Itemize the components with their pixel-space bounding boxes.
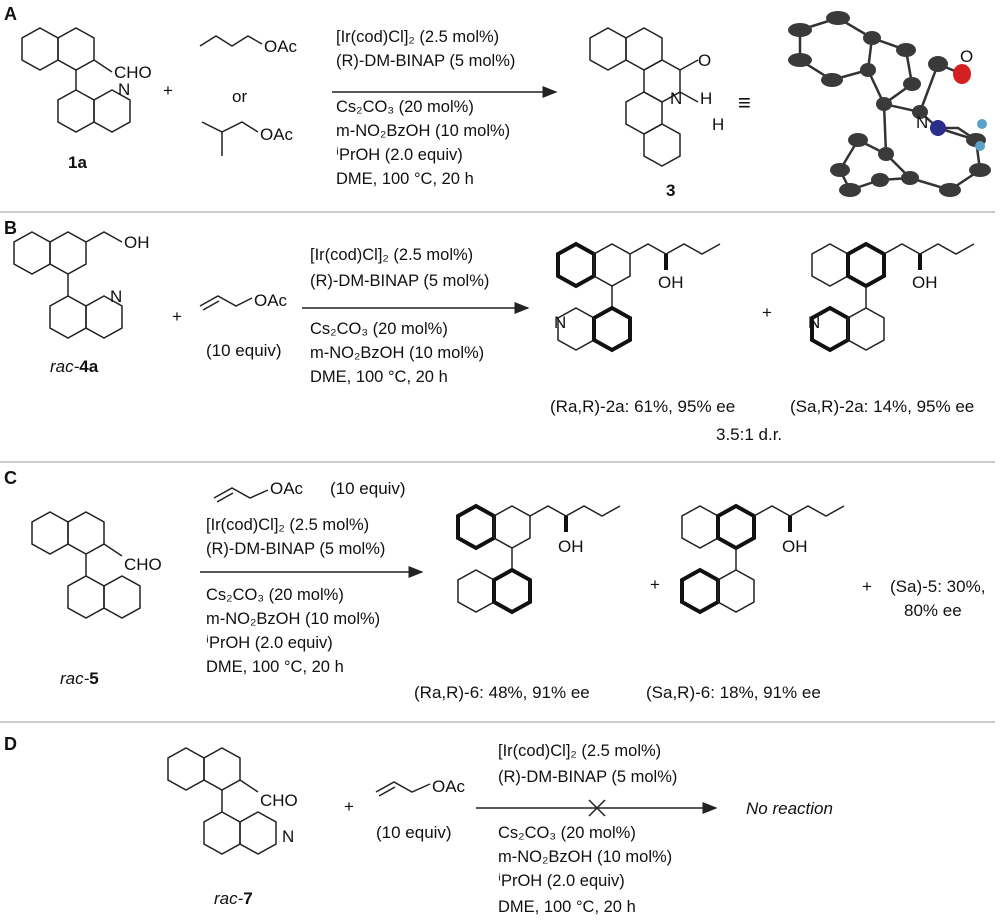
- panel-b-n: N: [110, 287, 122, 306]
- panel-a-cond-6: DME, 100 °C, 20 h: [336, 170, 474, 188]
- panel-a-cond-5: ⁱPrOH (2.0 equiv): [336, 146, 463, 164]
- panel-c-cond-2: (R)-DM-BINAP (5 mol%): [206, 540, 385, 558]
- panel-c-p2-caption: (Sa,R)-6: 18%, 91% ee: [646, 683, 821, 702]
- panel-b-sm: [13, 231, 123, 339]
- panel-c-sm: [31, 511, 141, 619]
- panel-b-cond-5: DME, 100 °C, 20 h: [310, 368, 448, 386]
- panel-d-n: N: [282, 827, 294, 846]
- panel-d-cond-2: (R)-DM-BINAP (5 mol%): [498, 768, 677, 786]
- panel-a-product-o: O: [698, 51, 711, 70]
- panel-c-cond-3: Cs₂CO₃ (20 mol%): [206, 586, 344, 604]
- panel-c-p3-caption-2: 80% ee: [904, 601, 962, 620]
- panel-a-equiv: ≡: [738, 90, 751, 115]
- panel-c-product-2: [680, 503, 845, 615]
- panel-d-cond-5: ⁱPrOH (2.0 equiv): [498, 872, 625, 890]
- panel-d-cond-1: [Ir(cod)Cl]₂ (2.5 mol%): [498, 742, 661, 760]
- panel-a-n: N: [118, 80, 130, 99]
- panel-d-sm-label: rac-7: [214, 889, 253, 908]
- panel-a-product: [589, 27, 699, 167]
- panel-c-reagent-equiv: (10 equiv): [330, 479, 406, 498]
- panel-a: A CHO N 1a + OAc or OAc [Ir(cod)Cl]₂ (2.…: [4, 4, 991, 200]
- panel-c-label: C: [4, 468, 17, 488]
- panel-c: C CHO rac-5 OAc (10 equiv) [Ir(cod)Cl]₂ …: [4, 468, 985, 702]
- panel-c-plus2: +: [862, 577, 872, 596]
- panel-a-xray-n: N: [916, 113, 928, 132]
- panel-c-cond-5: ⁱPrOH (2.0 equiv): [206, 634, 333, 652]
- panel-b-product-2: [810, 241, 975, 353]
- panel-a-plus: +: [163, 81, 173, 100]
- panel-a-reagent2: OAc: [260, 125, 294, 144]
- panel-a-product-h2: H: [712, 115, 724, 134]
- panel-c-p2-oh: OH: [782, 537, 808, 556]
- panel-c-plus: +: [650, 575, 660, 594]
- panel-b-cond-3: Cs₂CO₃ (20 mol%): [310, 320, 448, 338]
- panel-b-plus2: +: [762, 303, 772, 322]
- panel-c-p1-caption: (Ra,R)-6: 48%, 91% ee: [414, 683, 590, 702]
- panel-a-naphthyl: [21, 27, 131, 133]
- panel-d-plus: +: [344, 797, 354, 816]
- panel-d-cond-6: DME, 100 °C, 20 h: [498, 898, 636, 916]
- panel-a-sm-label: 1a: [68, 153, 87, 172]
- panel-a-cond-1: [Ir(cod)Cl]₂ (2.5 mol%): [336, 28, 499, 46]
- panel-d-result: No reaction: [746, 799, 833, 818]
- panel-b-reagent: OAc: [254, 291, 288, 310]
- panel-d-cond-4: m-NO₂BzOH (10 mol%): [498, 848, 672, 866]
- panel-b-cond-1: [Ir(cod)Cl]₂ (2.5 mol%): [310, 246, 473, 264]
- panel-b-label: B: [4, 218, 17, 238]
- panel-d-cond-3: Cs₂CO₃ (20 mol%): [498, 824, 636, 842]
- panel-a-cond-4: m-NO₂BzOH (10 mol%): [336, 122, 510, 140]
- panel-c-p3-caption-1: (Sa)-5: 30%,: [890, 577, 985, 596]
- panel-a-reagent1: OAc: [264, 37, 298, 56]
- panel-a-xray-o: O: [960, 47, 973, 66]
- panel-b-p2-oh: OH: [912, 273, 938, 292]
- panel-a-cho: CHO: [114, 63, 152, 82]
- panel-c-cond-4: m-NO₂BzOH (10 mol%): [206, 610, 380, 628]
- panel-b-plus: +: [172, 307, 182, 326]
- panel-b-p2-caption: (Sa,R)-2a: 14%, 95% ee: [790, 397, 974, 416]
- panel-b-reagent-equiv: (10 equiv): [206, 341, 282, 360]
- panel-c-product-1: [456, 503, 621, 615]
- panel-b-product-1: [556, 241, 721, 353]
- panel-d: D CHO N rac-7 + OAc (10 equiv) [Ir(cod)C…: [4, 734, 833, 916]
- panel-a-or: or: [232, 87, 247, 106]
- panel-c-cond-6: DME, 100 °C, 20 h: [206, 658, 344, 676]
- panel-d-reagent-equiv: (10 equiv): [376, 823, 452, 842]
- panel-c-reagent: OAc: [270, 479, 304, 498]
- panel-c-cho: CHO: [124, 555, 162, 574]
- panel-a-cond-2: (R)-DM-BINAP (5 mol%): [336, 52, 515, 70]
- panel-a-product-h: H: [700, 89, 712, 108]
- panel-d-cho: CHO: [260, 791, 298, 810]
- panel-b-p1-oh: OH: [658, 273, 684, 292]
- panel-d-sm: [167, 747, 277, 855]
- panel-c-sm-label: rac-5: [60, 669, 99, 688]
- panel-a-product-label: 3: [666, 181, 675, 200]
- panel-d-reagent: OAc: [432, 777, 466, 796]
- panel-b-p1-caption: (Ra,R)-2a: 61%, 95% ee: [550, 397, 735, 416]
- panel-b-p2-n: N: [808, 313, 820, 332]
- panel-b: B OH N rac-4a + OAc (10 equiv) [Ir(cod)C…: [4, 218, 975, 444]
- panel-a-label: A: [4, 4, 17, 24]
- panel-a-product-n: N: [670, 89, 682, 108]
- panel-c-cond-1: [Ir(cod)Cl]₂ (2.5 mol%): [206, 516, 369, 534]
- panel-a-xray-structure: [788, 11, 991, 197]
- panel-b-cond-4: m-NO₂BzOH (10 mol%): [310, 344, 484, 362]
- panel-b-cond-2: (R)-DM-BINAP (5 mol%): [310, 272, 489, 290]
- panel-b-sm-label: rac-4a: [50, 357, 99, 376]
- panel-c-p1-oh: OH: [558, 537, 584, 556]
- panel-b-p1-n: N: [554, 313, 566, 332]
- panel-b-oh: OH: [124, 233, 150, 252]
- panel-d-label: D: [4, 734, 17, 754]
- panel-b-dr: 3.5:1 d.r.: [716, 425, 782, 444]
- panel-a-cond-3: Cs₂CO₃ (20 mol%): [336, 98, 474, 116]
